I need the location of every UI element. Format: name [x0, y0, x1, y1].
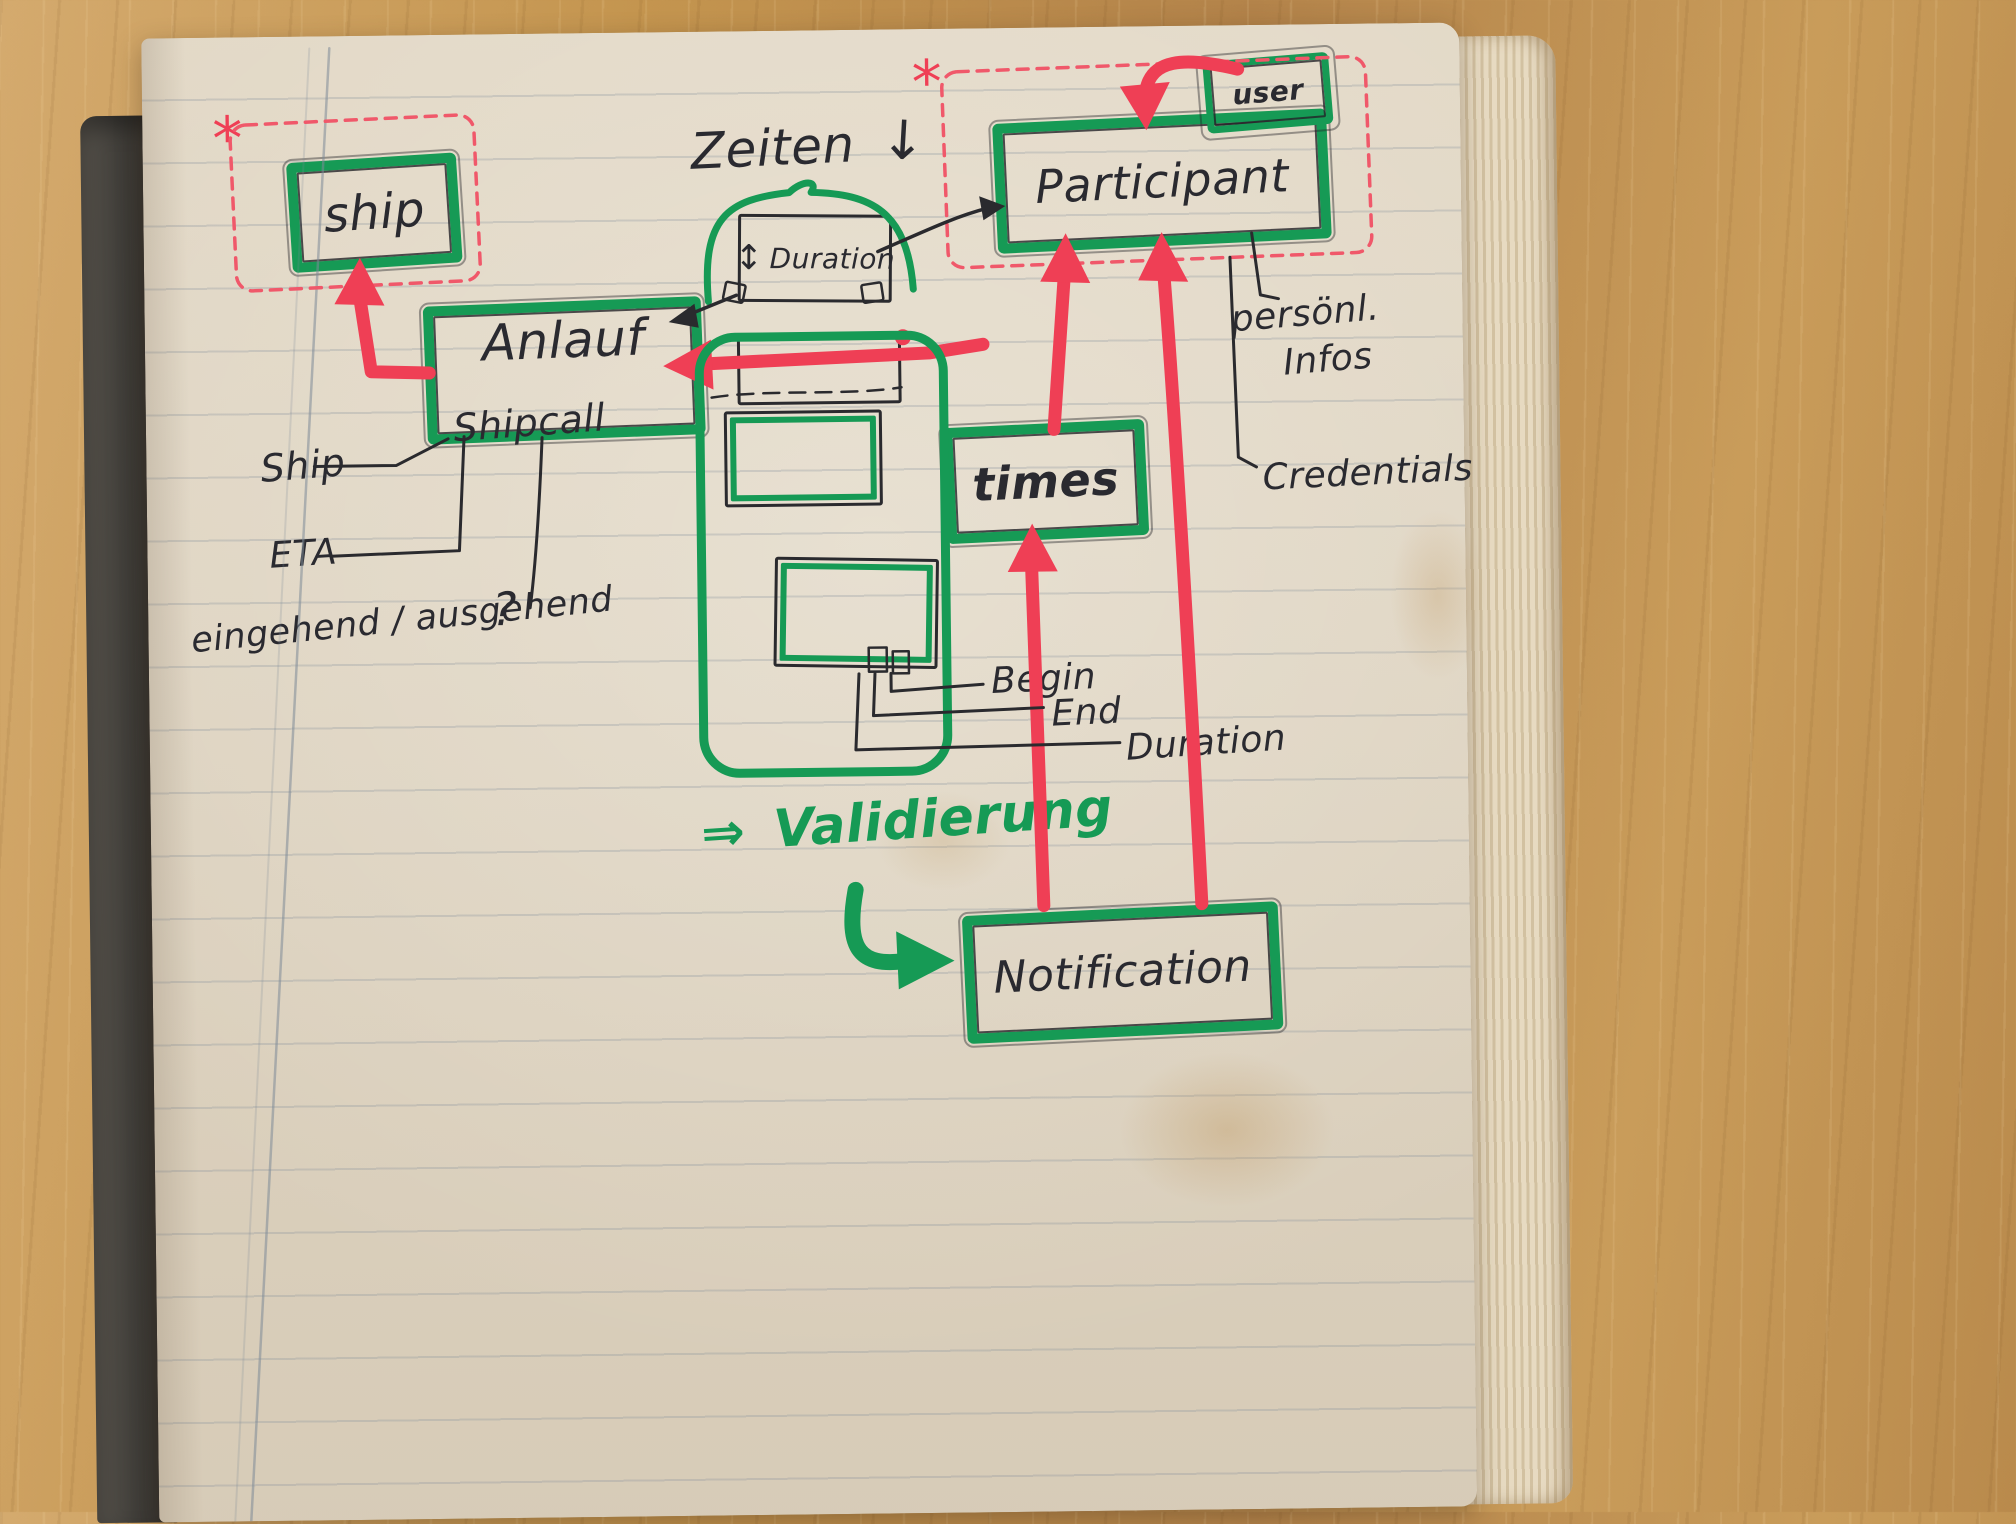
label-validierung: ⇒ Validierung: [700, 782, 1115, 861]
node-duration: ↕ Duration: [738, 214, 892, 303]
node-anlauf-label: Anlauf: [481, 312, 646, 368]
node-notification: Notification: [962, 901, 1284, 1044]
label-end: End: [1051, 693, 1123, 732]
line-begin: [891, 672, 983, 691]
node-duration-label: Duration: [770, 242, 896, 276]
node-user-label: user: [1231, 76, 1304, 110]
arrow-notification-to-times: [1032, 570, 1044, 906]
label-personal-infos-1: persönl.: [1229, 290, 1380, 338]
label-eta: ETA: [268, 534, 338, 574]
line-credentials: [1230, 257, 1257, 467]
label-ship-attribute: Ship: [259, 443, 347, 488]
label-credentials: Credentials: [1262, 451, 1474, 497]
node-anlauf: Anlauf Shipcall: [423, 296, 706, 445]
zeiten-item-1: [737, 331, 902, 405]
required-asterisk-participant: *: [911, 53, 942, 113]
node-anlauf-sublabel: Shipcall: [452, 395, 607, 450]
validierung-curve-arrow: [852, 889, 903, 962]
label-personal-infos-2: Infos: [1282, 338, 1374, 381]
zeiten-item-3: [773, 557, 939, 669]
node-ship: ship: [286, 152, 463, 273]
node-times-label: times: [971, 455, 1120, 508]
updown-arrow-icon: ↕: [734, 238, 763, 278]
node-notification-label: Notification: [993, 945, 1253, 1001]
node-user: user: [1202, 52, 1333, 134]
down-arrow-icon: ↓: [879, 113, 928, 170]
arrowhead-right-green: [896, 931, 955, 990]
arrow-times-to-participant: [1052, 277, 1066, 429]
line-eta: [330, 437, 465, 557]
zeiten-item-2: [724, 410, 883, 508]
label-zeiten: Zeiten ↓: [689, 113, 927, 178]
node-ship-label: ship: [322, 185, 426, 239]
required-asterisk-ship: *: [212, 109, 243, 169]
arrow-notification-to-participant: [1164, 278, 1202, 904]
label-validierung-text: Validierung: [772, 778, 1115, 860]
label-question-mark: ?: [492, 586, 517, 632]
label-in-out: eingehend / ausgehend: [190, 582, 615, 659]
node-participant-label: Participant: [1034, 152, 1290, 210]
line-in-out: [528, 438, 544, 608]
label-duration-attr: Duration: [1125, 720, 1287, 766]
node-times: times: [942, 419, 1149, 544]
implies-arrow-icon: ⇒: [699, 802, 747, 865]
label-zeiten-text: Zeiten: [689, 115, 856, 181]
